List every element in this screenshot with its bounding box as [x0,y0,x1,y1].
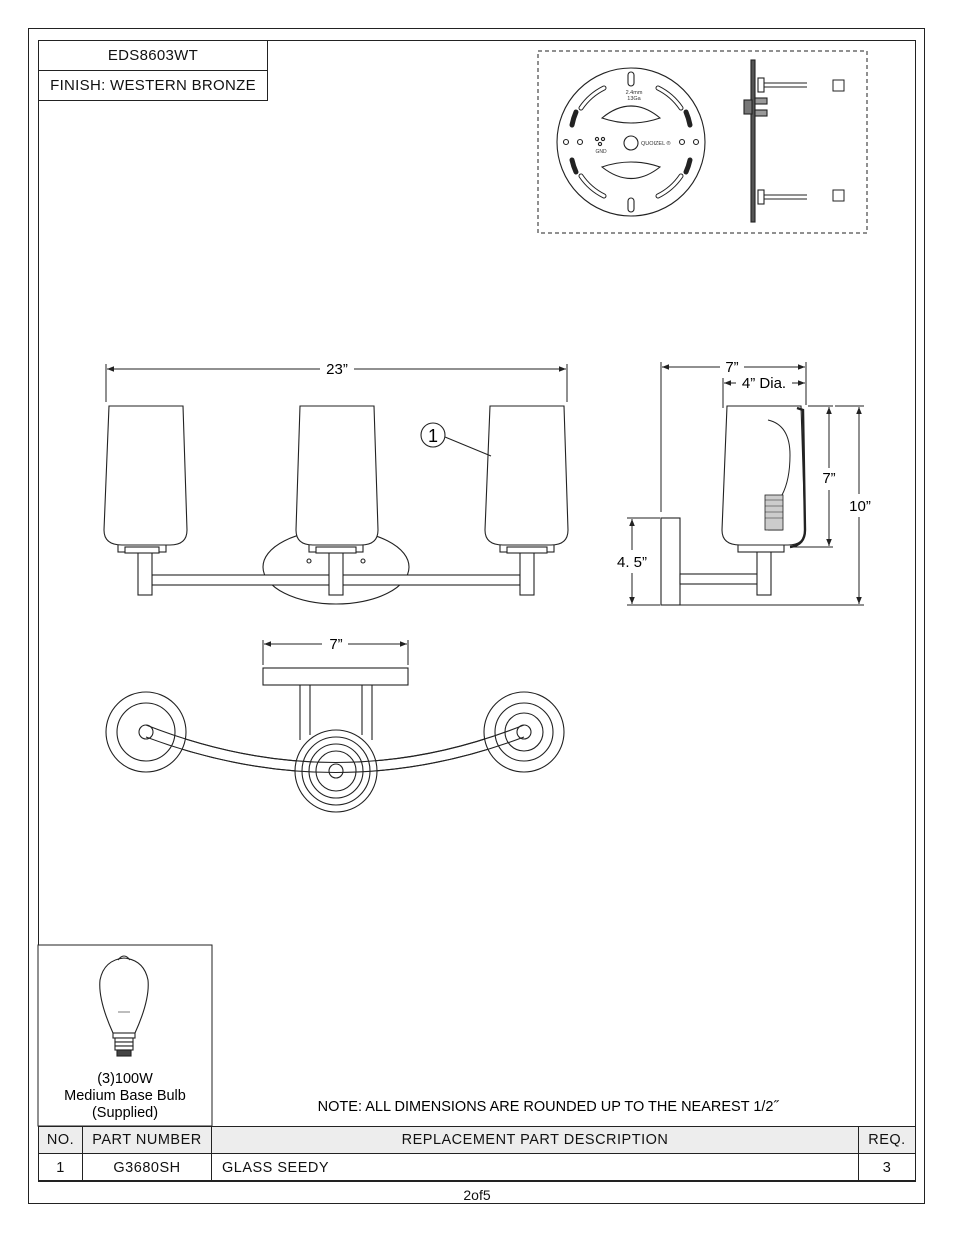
page-number: 2of5 [463,1187,491,1203]
shade-height-dimension: 7” [822,470,835,487]
canopy-width-dimension: 7” [329,636,342,653]
table-row-description: GLASS SEEDY [211,1153,859,1182]
plate-brand-label: QUOIZEL ® [641,140,671,147]
model-number: EDS8603WT [38,40,268,71]
dimension-note: NOTE: ALL DIMENSIONS ARE ROUNDED UP TO T… [318,1099,780,1115]
table-header-part-number: PART NUMBER [82,1126,212,1154]
bulb-base: Medium Base Bulb [64,1088,186,1104]
drawing-border [38,40,916,1181]
page-border [28,28,925,1204]
backplate-offset-dimension: 4. 5” [617,554,647,571]
screw-head-top [832,79,845,92]
table-header-description: REPLACEMENT PART DESCRIPTION [211,1126,859,1154]
mounting-plate-side-view [743,59,807,223]
width-dimension: 23” [326,361,348,378]
table-header-req: REQ. [858,1126,916,1154]
mounting-plate-front-view [556,67,706,217]
table-header-no: NO. [38,1126,83,1154]
plate-gauge-label: 13Ga [627,96,641,102]
plate-gnd-label: GND [595,149,607,155]
callout-number: 1 [428,426,438,446]
table-row-req: 3 [858,1153,916,1182]
depth-dimension: 7” [725,359,738,376]
front-view [103,364,569,605]
overall-height-dimension: 10” [849,498,871,515]
table-row-part-number: G3680SH [82,1153,212,1182]
bulb-wattage: (3)100W [97,1071,153,1087]
shade-diameter-dimension: 4” Dia. [742,375,786,392]
table-row-no: 1 [38,1153,83,1182]
bulb-icon [99,955,149,1057]
bulb-supplied: (Supplied) [92,1105,158,1121]
plate-thickness-label: 2.4mm [626,90,643,96]
screw-head-bottom [832,189,845,202]
side-view [627,362,864,606]
mounting-plate-detail: 2.4mm 13Ga GND QUOIZEL ® [537,50,868,234]
top-view [105,640,565,813]
finish-label: FINISH: WESTERN BRONZE [38,70,268,101]
